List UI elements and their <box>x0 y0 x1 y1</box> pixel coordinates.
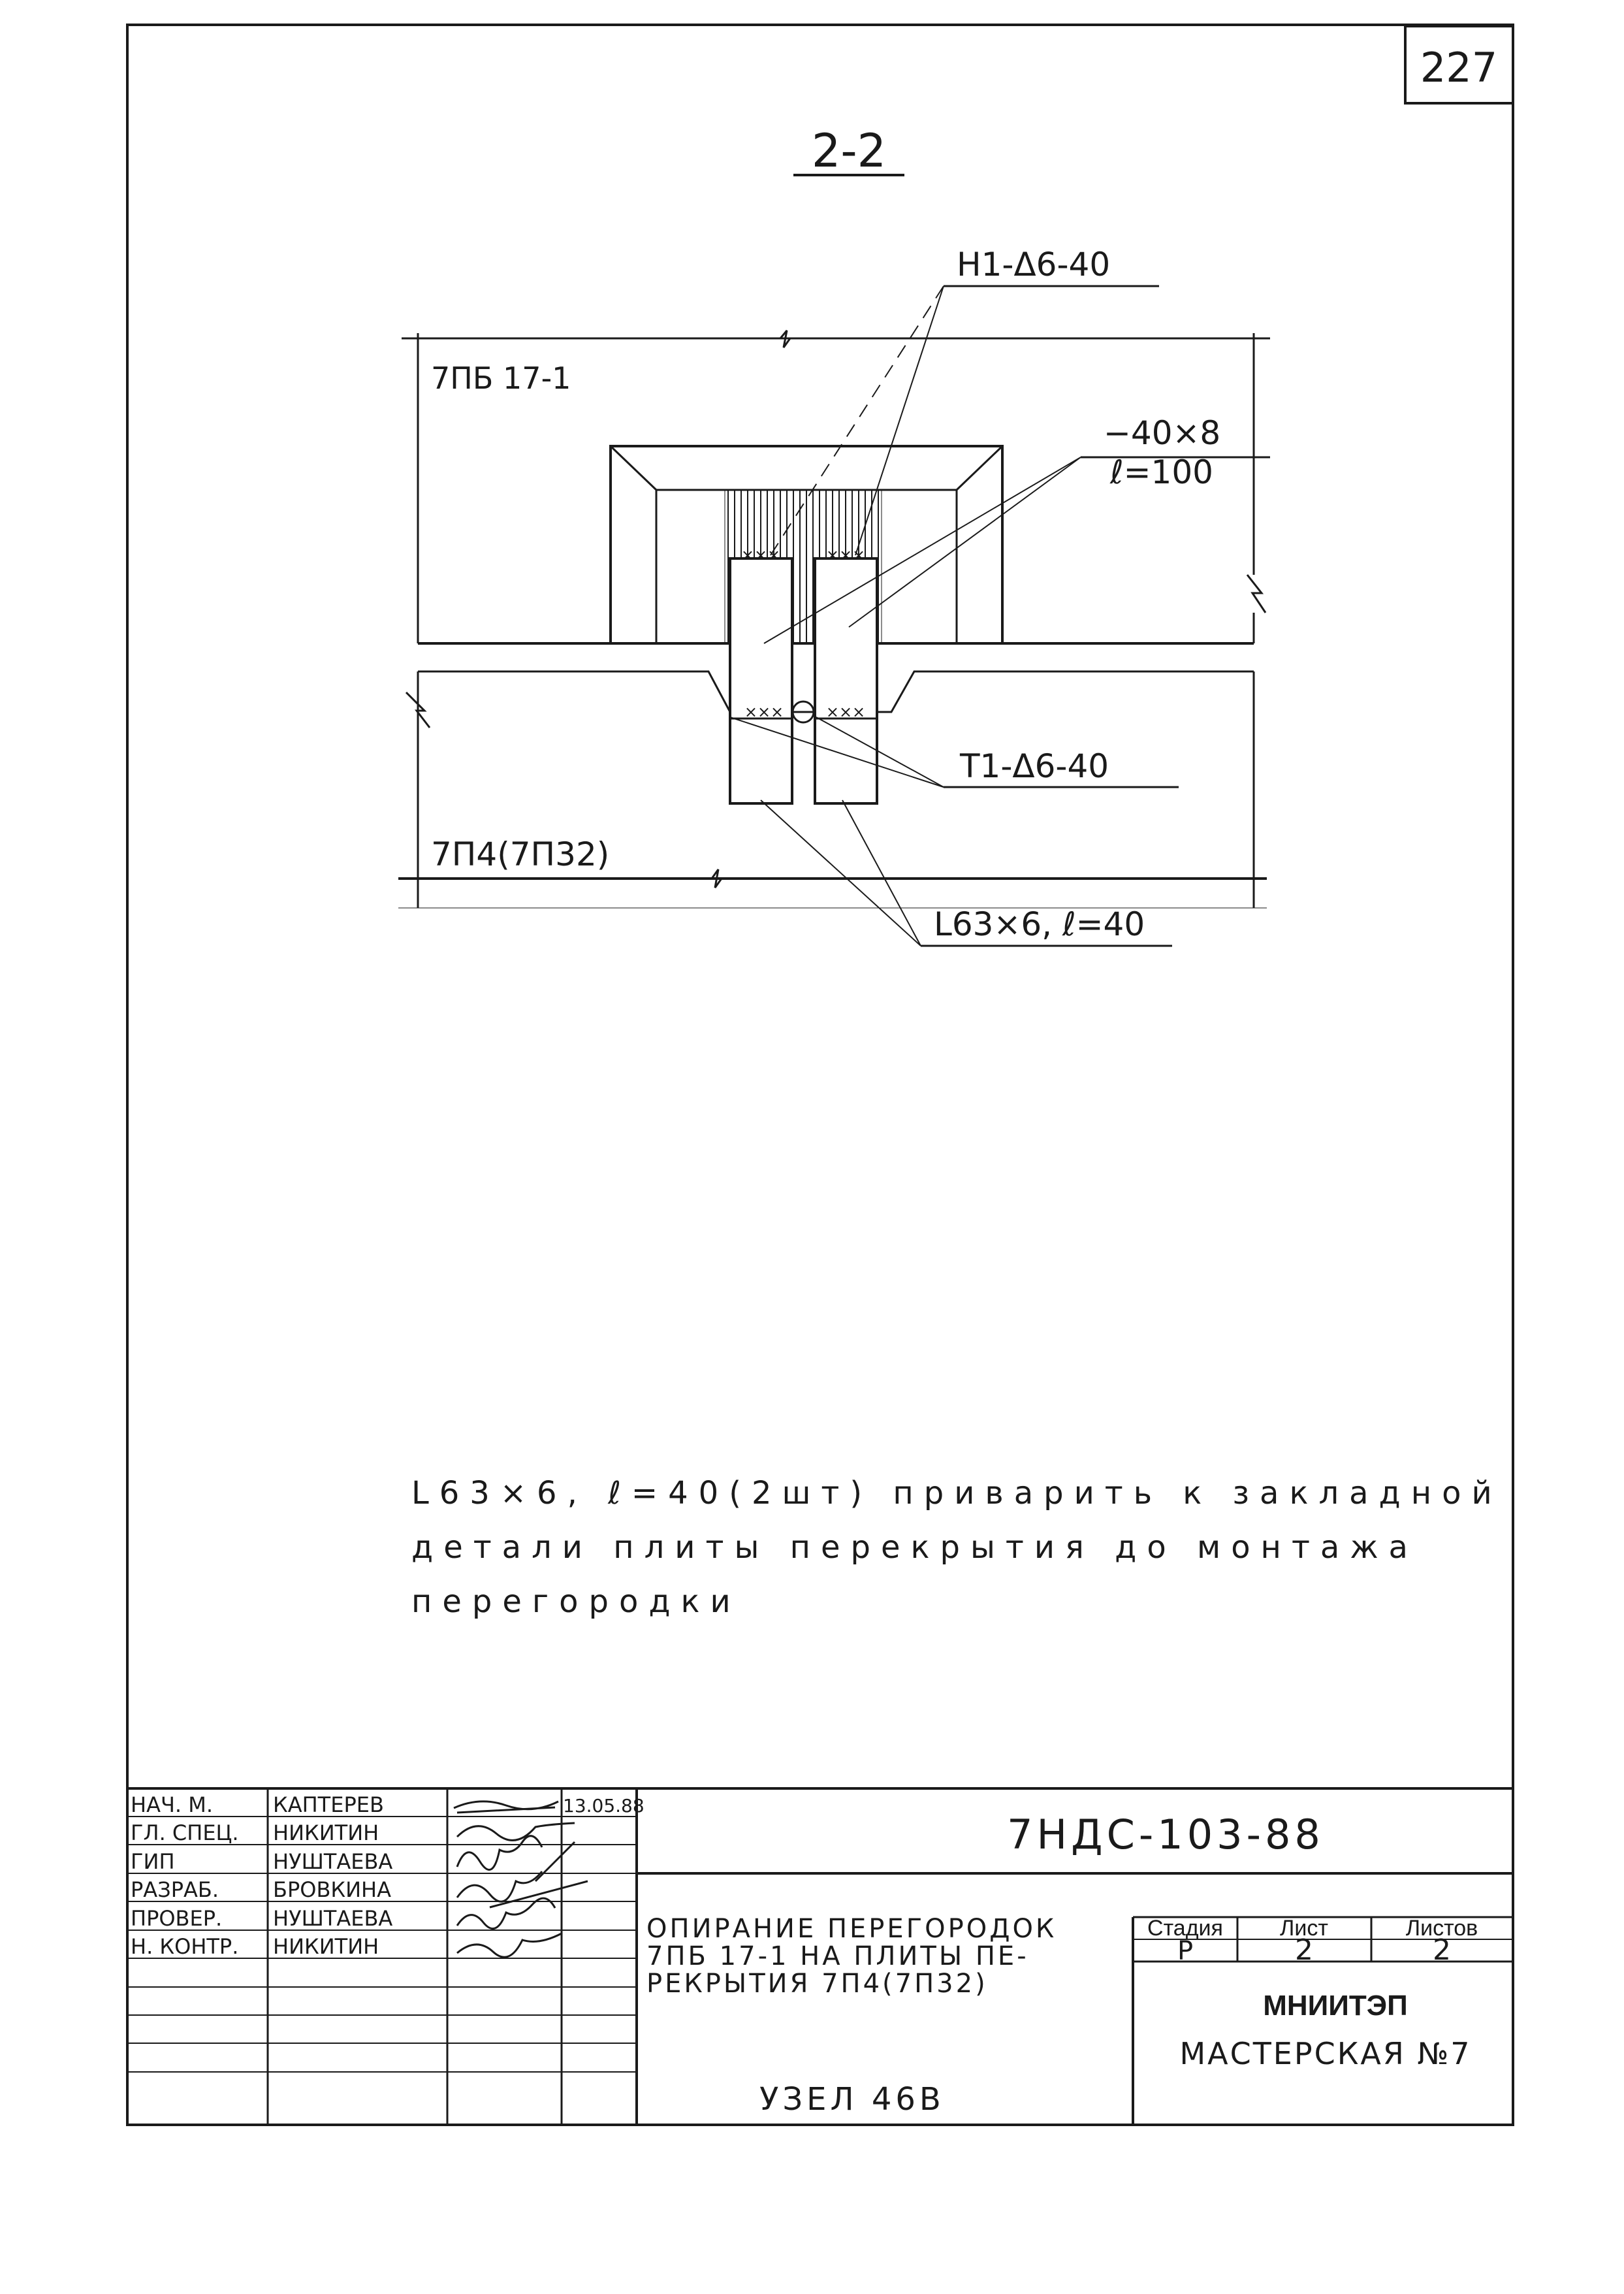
signature-row: ПРОВЕР. НУШТАЕВА <box>131 1906 392 1931</box>
description-line-1: ОПИРАНИЕ ПЕРЕГОРОДОК <box>646 1914 1057 1944</box>
sig-role: ГЛ. СПЕЦ. <box>131 1820 239 1845</box>
sheet-frame <box>126 24 1514 2126</box>
sig-role: ГИП <box>131 1849 175 1874</box>
signature-row: НАЧ. М. КАПТЕРЕВ 13.05.88 <box>131 1792 645 1817</box>
section-title: 2-2 <box>793 124 904 178</box>
sig-name: НИКИТИН <box>273 1820 379 1845</box>
label-plate-length: ℓ=100 <box>1109 453 1213 491</box>
label-anchor-bottom: Т1-Δ6-40 <box>959 747 1109 785</box>
organization: МНИИТЭП <box>1263 1990 1407 2022</box>
note-line-1: L63×6, ℓ=40(2шт) приварить к закладной <box>411 1475 1503 1511</box>
sheet-number-box: 227 <box>1404 25 1514 105</box>
slab-outline <box>398 670 1267 909</box>
label-slab: 7П4(7П32) <box>431 835 609 873</box>
section-title-text: 2-2 <box>812 124 886 178</box>
stage-value: Р <box>1177 1936 1193 1966</box>
signature-row: ГИП НУШТАЕВА <box>131 1849 392 1874</box>
label-plate: −40×8 <box>1104 414 1220 452</box>
sheets-value: 2 <box>1433 1933 1451 1967</box>
sheet-number: 227 <box>1420 44 1497 91</box>
stage-header: Стадия <box>1147 1916 1223 1941</box>
sig-role: Н. КОНТР. <box>131 1934 238 1959</box>
sheets-header: Листов <box>1406 1916 1478 1941</box>
signature-row: ГЛ. СПЕЦ. НИКИТИН <box>131 1820 379 1845</box>
sig-role: ПРОВЕР. <box>131 1906 222 1931</box>
signature-row: РАЗРАБ. БРОВКИНА <box>131 1877 391 1902</box>
title-block: НАЧ. М. КАПТЕРЕВ 13.05.88 ГЛ. СПЕЦ. НИКИ… <box>127 1787 1513 2125</box>
note-line-3: перегородки <box>411 1583 741 1620</box>
sig-role: РАЗРАБ. <box>131 1877 219 1902</box>
weld-mark-bottom-right: ××× <box>826 703 865 721</box>
label-angle: L63×6, ℓ=40 <box>934 905 1145 943</box>
node-label: УЗЕЛ 46В <box>759 2081 945 2118</box>
section-drawing: ××× ××× ××× ××× 7ПБ 17-1 7П4(7П32) Н1-Δ6… <box>398 246 1270 947</box>
note-line-2: детали плиты перекрытия до монтажа <box>411 1529 1418 1566</box>
partition-outline <box>402 330 1270 643</box>
description-line-3: РЕКРЫТИЯ 7П4(7П32) <box>646 1969 988 1999</box>
weld-mark-top-right: ××× <box>826 546 865 564</box>
sig-name: НИКИТИН <box>273 1934 379 1959</box>
leader-lines <box>729 285 1270 947</box>
rod-circle <box>791 700 815 724</box>
signature-row: Н. КОНТР. НИКИТИН <box>131 1934 379 1959</box>
sig-date: 13.05.88 <box>563 1795 645 1817</box>
signature-scribbles <box>453 1800 588 1958</box>
sig-name: КАПТЕРЕВ <box>273 1792 384 1817</box>
sig-name: БРОВКИНА <box>273 1877 391 1902</box>
sig-role: НАЧ. М. <box>131 1792 213 1817</box>
note-block: L63×6, ℓ=40(2шт) приварить к закладной д… <box>411 1475 1503 1620</box>
sheet-header: Лист <box>1280 1916 1328 1941</box>
document-code: 7НДС-103-88 <box>1007 1811 1324 1858</box>
sheet-value: 2 <box>1295 1933 1313 1967</box>
weld-mark-bottom-left: ××× <box>744 703 784 721</box>
description-line-2: 7ПБ 17-1 НА ПЛИТЫ ПЕ- <box>646 1941 1029 1971</box>
workshop: МАСТЕРСКАЯ №7 <box>1179 2036 1471 2071</box>
label-anchor-top: Н1-Δ6-40 <box>957 246 1110 283</box>
sig-name: НУШТАЕВА <box>273 1849 392 1874</box>
sig-name: НУШТАЕВА <box>273 1906 392 1931</box>
label-beam: 7ПБ 17-1 <box>431 361 571 396</box>
